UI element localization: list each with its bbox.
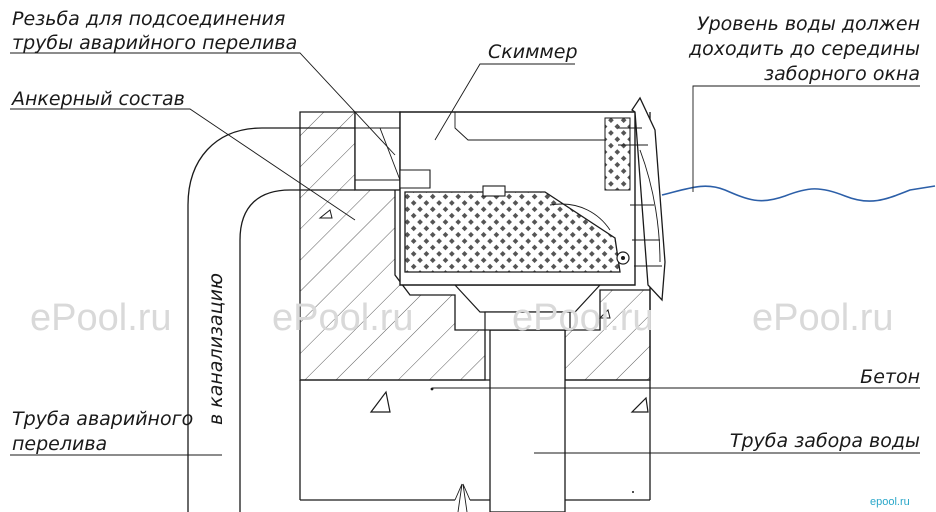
label-water-line3: заборного окна — [764, 63, 920, 85]
overflow-pipe — [187, 127, 355, 512]
label-skimmer: Скиммер — [488, 41, 578, 63]
label-sewer: в канализацию — [205, 273, 227, 425]
intake-pipe — [453, 284, 602, 512]
watermark-1: ePool.ru — [30, 297, 172, 339]
label-anchor: Анкерный состав — [10, 88, 185, 110]
logo: epool.ru — [870, 496, 910, 508]
watermark-4: ePool.ru — [752, 297, 894, 339]
skimmer-body — [354, 96, 666, 302]
label-overflow-line2: перелива — [12, 433, 107, 455]
watermark-2: ePool.ru — [272, 297, 414, 339]
water-surface-wave — [661, 185, 936, 202]
leader-lines — [10, 52, 920, 456]
label-intake: Труба забора воды — [730, 430, 920, 452]
label-concrete: Бетон — [860, 366, 920, 388]
watermark-3: ePool.ru — [512, 297, 654, 339]
label-water-line1: Уровень воды должен — [697, 13, 920, 35]
label-overflow-line1: Труба аварийного — [12, 408, 193, 430]
label-thread-line2: трубы аварийного перелива — [12, 32, 297, 54]
label-thread-line1: Резьба для подсоединения — [12, 8, 285, 30]
label-water-line2: доходить до середины — [688, 38, 920, 60]
